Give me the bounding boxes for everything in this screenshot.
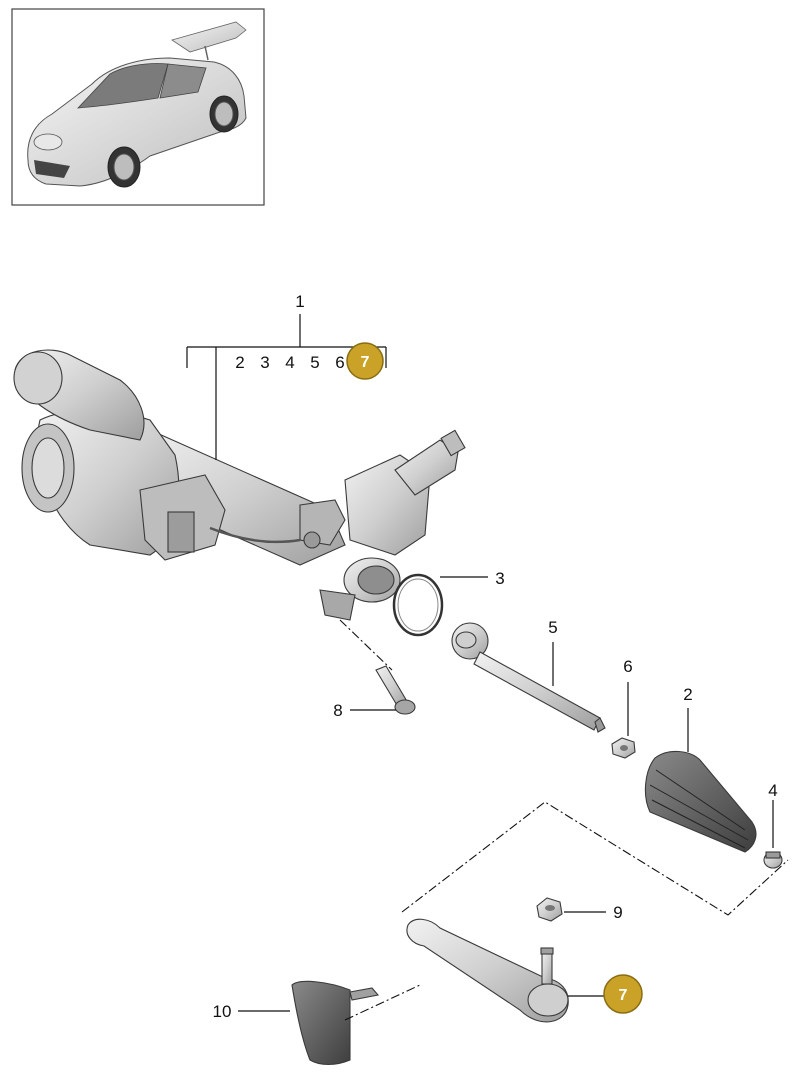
group-badge-label: 7 (361, 354, 370, 371)
vehicle-thumbnail (11, 8, 265, 206)
group-member-4: 4 (285, 353, 294, 372)
heat-shield (291, 980, 380, 1066)
group-badge[interactable]: 7 (346, 342, 384, 380)
callout-1: 1 (295, 292, 304, 311)
inner-tie-rod (451, 622, 606, 733)
callout-6: 6 (623, 657, 632, 676)
group-bracket (186, 314, 387, 460)
group-member-3: 3 (260, 353, 269, 372)
group-member-6: 6 (335, 353, 344, 372)
assembly-dashed-outline (344, 801, 789, 1021)
callout-5: 5 (548, 618, 557, 637)
car-illustration (27, 21, 247, 188)
tie-rod-end-badge[interactable]: 7 (603, 974, 643, 1014)
small-nut (611, 737, 636, 759)
self-locking-nut (536, 897, 563, 922)
callout-10: 10 (213, 1002, 232, 1021)
callout-4: 4 (768, 781, 777, 800)
leader-lines (238, 576, 774, 1012)
bolt (375, 665, 416, 715)
clamp (763, 851, 783, 869)
group-member-5: 5 (310, 353, 319, 372)
callout-3: 3 (495, 569, 504, 588)
callout-9: 9 (613, 903, 622, 922)
bellows-boot (644, 750, 757, 853)
callout-8: 8 (333, 701, 342, 720)
steering-gear-assembly (13, 349, 466, 621)
tie-rod-end (406, 918, 569, 1023)
group-member-2: 2 (235, 353, 244, 372)
gasket-ring (392, 573, 444, 637)
tie-rod-end-badge-label: 7 (619, 987, 628, 1004)
callout-2: 2 (683, 685, 692, 704)
callout-labels: 1 2 3 4 5 6 3 5 6 2 4 8 9 10 (213, 292, 778, 1021)
